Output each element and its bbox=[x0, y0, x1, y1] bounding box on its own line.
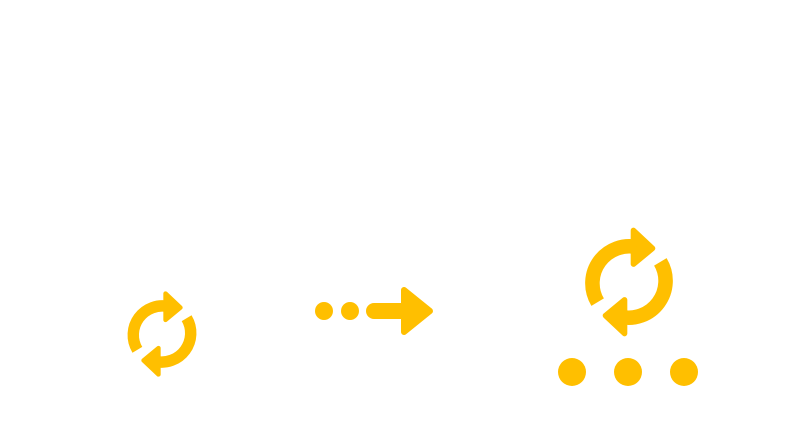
dotted-arrow-right-icon bbox=[315, 287, 433, 335]
ellipsis-dots-icon bbox=[558, 358, 698, 386]
refresh-icon bbox=[127, 291, 197, 377]
refresh-icon-large bbox=[585, 227, 673, 337]
